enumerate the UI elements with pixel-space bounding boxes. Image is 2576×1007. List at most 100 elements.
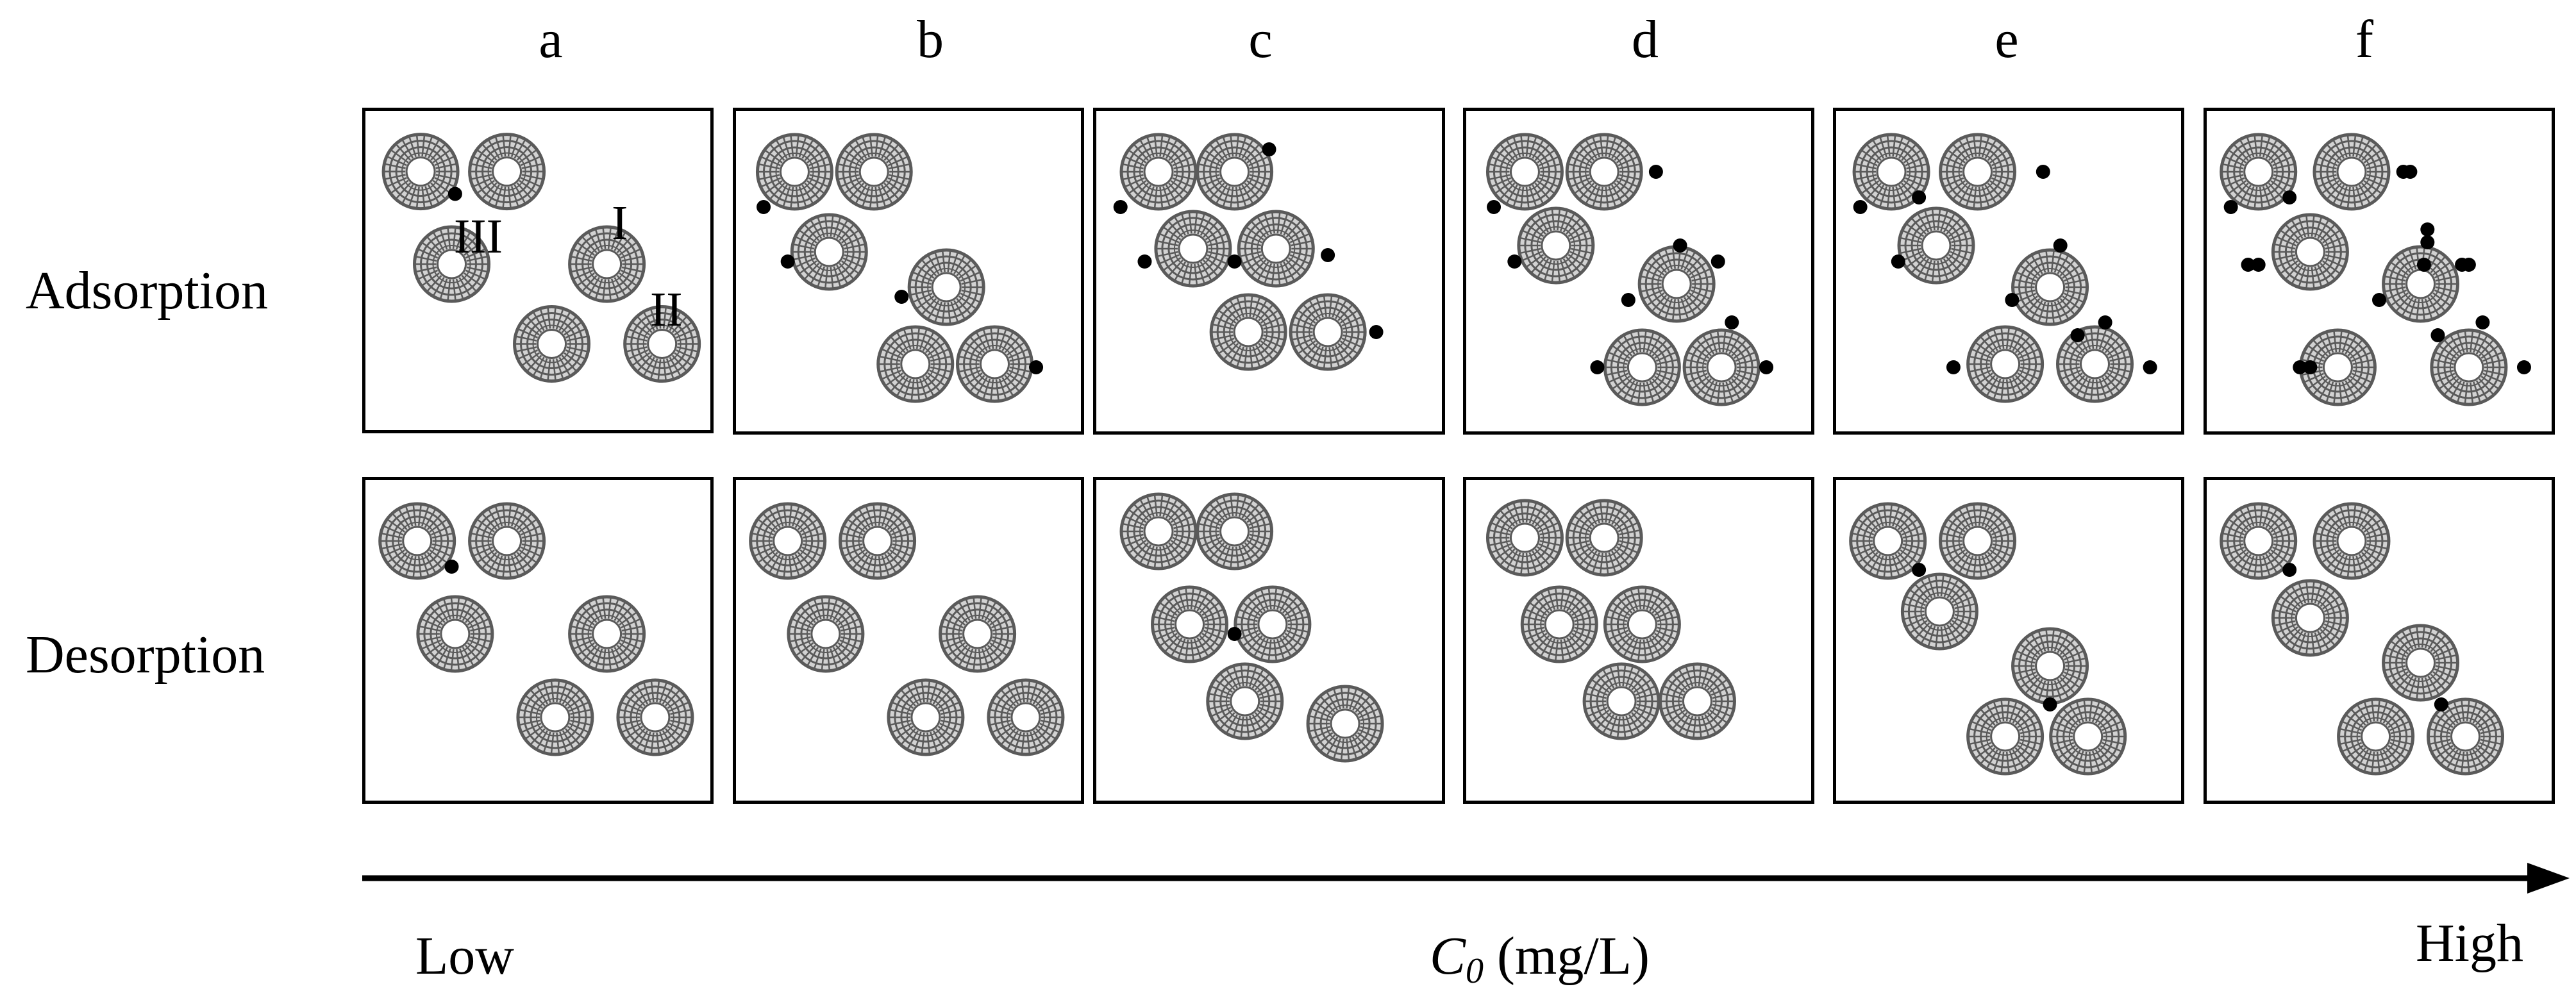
axis-high-label: High — [2416, 913, 2523, 973]
adsorbate-dot — [1227, 254, 1242, 269]
adsorbate-dot — [1759, 360, 1774, 374]
adsorbate-dot — [2434, 697, 2448, 712]
adsorbate-dot — [2098, 315, 2112, 329]
nanotube-icon — [987, 678, 1065, 756]
adsorbate-dot — [1710, 254, 1725, 269]
adsorbate-dot — [1487, 200, 1501, 214]
nanotube-icon — [1119, 133, 1198, 211]
axis-title: C0 (mg/L) — [1430, 926, 1650, 990]
nanotube-icon — [1966, 697, 2045, 776]
nanotube-icon — [516, 678, 594, 756]
nanotube-icon — [1196, 492, 1274, 570]
nanotube-icon — [1206, 662, 1284, 740]
adsorbate-dot — [2416, 258, 2431, 272]
adsorbate-dot — [1321, 248, 1335, 262]
nanotube-icon — [381, 133, 460, 211]
nanotube-icon — [2337, 697, 2415, 776]
nanotube-icon — [2382, 245, 2460, 323]
adsorbate-dot — [2293, 360, 2307, 374]
desorption-panel-c — [1093, 477, 1445, 804]
desorption-panel-f-drawing — [2220, 502, 2504, 776]
nanotube-icon — [939, 595, 1017, 673]
adsorbate-dot — [757, 200, 771, 214]
nanotube-icon — [2271, 213, 2349, 291]
adsorption-panel-a-drawing — [381, 133, 701, 383]
nanotube-icon — [468, 502, 546, 580]
nanotube-icon — [1289, 293, 1367, 371]
desorption-panel-a-drawing — [378, 502, 694, 756]
arrow-head — [2527, 863, 2570, 894]
adsorption-panel-a: III I II — [362, 108, 714, 433]
desorption-panel-f — [2204, 477, 2555, 804]
adsorbate-dot — [2475, 315, 2490, 329]
column-label-d: d — [1632, 10, 1659, 69]
nanotube-icon — [1154, 210, 1232, 288]
nanotube-icon — [2220, 502, 2298, 580]
site-label-III: III — [454, 210, 503, 263]
adsorption-panel-c-drawing — [1113, 133, 1384, 371]
desorption-panel-c-drawing — [1119, 492, 1384, 763]
adsorbate-dot — [1262, 142, 1276, 156]
nanotube-icon — [1485, 499, 1564, 577]
adsorbate-dot — [1912, 563, 1927, 577]
nanotube-icon — [623, 305, 701, 383]
nanotube-icon — [2430, 328, 2508, 406]
adsorbate-dot — [2372, 293, 2386, 307]
nanotube-icon — [1658, 662, 1736, 740]
nanotube-icon — [2049, 697, 2127, 776]
adsorbate-dot — [2420, 222, 2435, 237]
desorption-panel-d-drawing — [1485, 499, 1736, 740]
nanotube-icon — [749, 502, 827, 580]
adsorbate-dot — [1029, 360, 1044, 374]
nanotube-icon — [378, 502, 456, 580]
adsorption-panel-b-drawing — [755, 133, 1044, 403]
adsorbate-dot — [1725, 315, 1739, 329]
axis-low-label: Low — [415, 926, 514, 986]
desorption-panel-e-drawing — [1849, 502, 2127, 776]
nanotube-icon — [887, 678, 965, 756]
adsorbate-dot — [2223, 200, 2238, 214]
nanotube-icon — [1852, 133, 1930, 211]
adsorbate-dot — [1590, 360, 1605, 374]
nanotube-icon — [1517, 206, 1595, 285]
adsorbate-dot — [1507, 254, 1522, 269]
nanotube-icon — [2220, 133, 2298, 211]
adsorption-panel-c — [1093, 108, 1445, 435]
row-label-adsorption: Adsorption — [26, 261, 268, 320]
adsorbate-dot — [1673, 238, 1687, 253]
adsorbate-dot — [1621, 293, 1635, 307]
adsorbate-dot — [2303, 360, 2318, 374]
adsorbate-dot — [1137, 254, 1152, 269]
nanotube-icon — [1237, 210, 1315, 288]
nanotube-icon — [1306, 685, 1384, 763]
nanotube-icon — [568, 225, 646, 303]
nanotube-icon — [1900, 572, 1978, 651]
nanotube-icon — [2427, 697, 2504, 776]
nanotube-icon — [2298, 328, 2377, 406]
adsorbate-dot — [2403, 165, 2418, 179]
column-label-e: e — [1995, 10, 2019, 69]
axis-symbol: C — [1430, 926, 1466, 986]
adsorbate-dot — [1946, 360, 1961, 374]
adsorbate-dot — [894, 290, 909, 304]
nanotube-icon — [1565, 133, 1643, 211]
nanotube-icon — [1637, 245, 1716, 323]
nanotube-icon — [513, 305, 591, 383]
adsorbate-dot — [2461, 258, 2476, 272]
desorption-panel-b-drawing — [749, 502, 1065, 756]
nanotube-icon — [2271, 579, 2349, 657]
adsorbate-dot — [2251, 258, 2266, 272]
adsorbate-dot — [2282, 190, 2297, 204]
nanotube-icon — [839, 502, 917, 580]
adsorption-panel-e — [1833, 108, 2184, 435]
nanotube-icon — [1209, 293, 1287, 371]
adsorbate-dot — [2005, 293, 2020, 307]
column-label-c: c — [1248, 10, 1273, 69]
adsorption-panel-d — [1463, 108, 1814, 435]
adsorption-panel-f — [2204, 108, 2555, 435]
nanotube-icon — [468, 133, 546, 211]
nanotube-icon — [616, 678, 694, 756]
row-label-desorption: Desorption — [26, 625, 265, 685]
